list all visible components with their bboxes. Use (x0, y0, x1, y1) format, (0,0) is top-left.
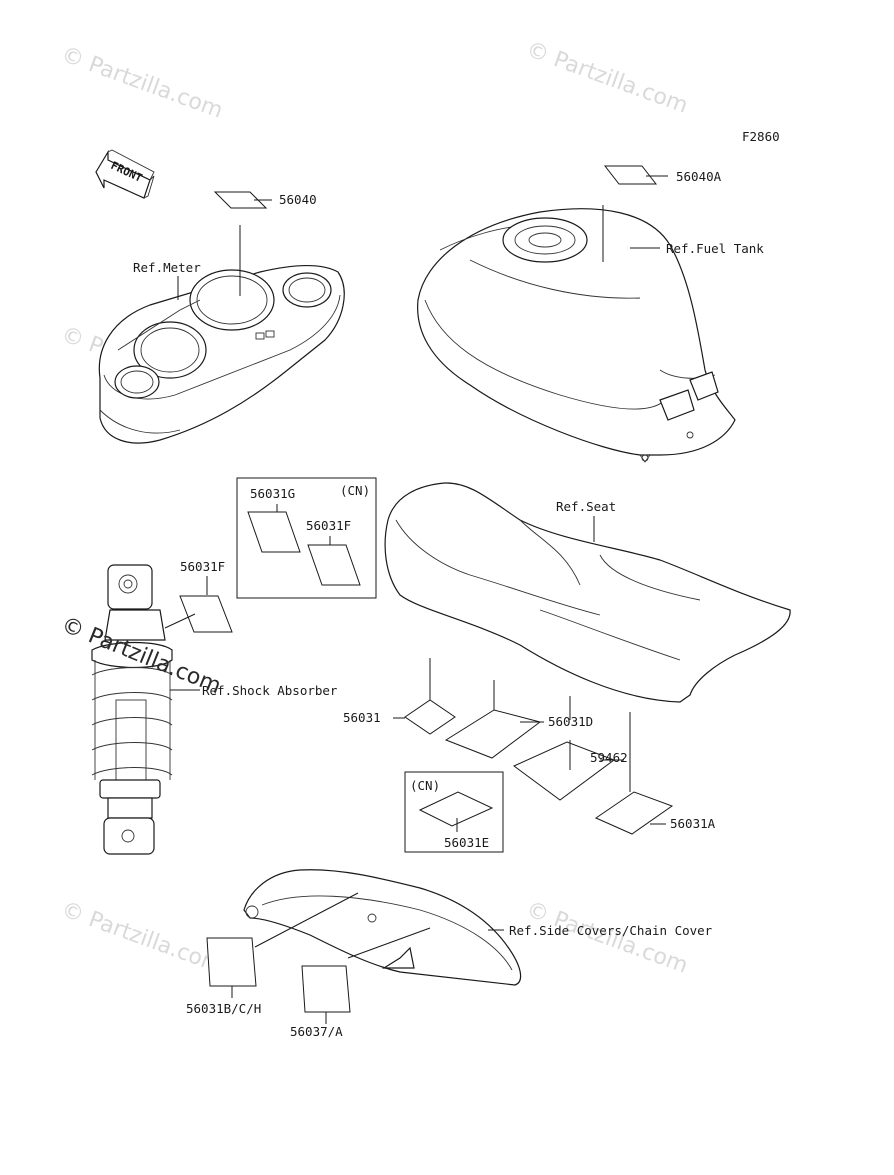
part-56040A: 56040A (676, 169, 722, 184)
watermark-6: © Partzilla.com (58, 897, 226, 979)
cn-tag-bottom: (CN) (410, 778, 440, 793)
label-sticker-56031E (418, 791, 494, 827)
watermark-1: © Partzilla.com (58, 42, 226, 124)
part-56031: 56031 (343, 710, 381, 725)
side-cover-illustration (243, 869, 522, 986)
figure-code: F2860 (742, 129, 780, 144)
label-sticker-56031BCH (206, 937, 257, 987)
label-sticker-56031A (594, 791, 674, 835)
label-sticker-56031F (179, 595, 233, 633)
watermark-2: © Partzilla.com (523, 37, 691, 119)
fuel-tank-illustration (417, 208, 736, 463)
cn-tag-top: (CN) (340, 483, 370, 498)
label-sticker-56037A (301, 965, 351, 1013)
front-arrow-icon: FRONT (95, 149, 155, 199)
meter-illustration (98, 265, 345, 444)
part-56031F-inbox: 56031F (306, 518, 351, 533)
ref-shock-absorber: Ref.Shock Absorber (202, 683, 338, 698)
part-56031D: 56031D (548, 714, 593, 729)
part-56031F: 56031F (180, 559, 225, 574)
part-56031BCH: 56031B/C/H (186, 1001, 261, 1016)
part-56031A: 56031A (670, 816, 716, 831)
label-sticker-56031G (247, 511, 301, 553)
part-59462: 59462 (590, 750, 628, 765)
label-sticker-56031D (444, 709, 542, 759)
part-56031G: 56031G (250, 486, 295, 501)
ref-side-covers: Ref.Side Covers/Chain Cover (509, 923, 713, 938)
part-56040: 56040 (279, 192, 317, 207)
label-sticker-56040A (603, 165, 658, 185)
part-56031E: 56031E (444, 835, 489, 850)
ref-meter: Ref.Meter (133, 260, 201, 275)
label-sticker-56031 (404, 699, 456, 735)
shock-absorber-illustration (91, 564, 173, 855)
part-56037A: 56037/A (290, 1024, 343, 1039)
seat-illustration (384, 482, 791, 703)
ref-seat: Ref.Seat (556, 499, 616, 514)
label-sticker-56040 (213, 191, 268, 209)
ref-fuel-tank: Ref.Fuel Tank (666, 241, 764, 256)
label-sticker-56031F-inbox (307, 544, 361, 586)
